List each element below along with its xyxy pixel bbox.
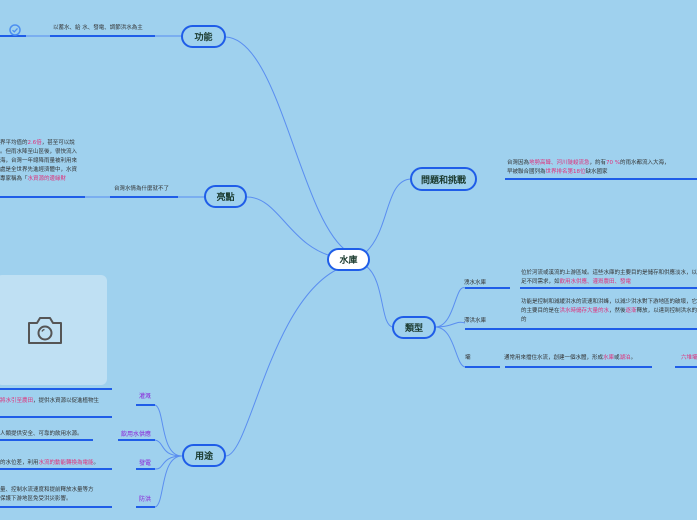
node-types[interactable]: 類型 [392, 316, 436, 339]
node-problems[interactable]: 問題和挑戰 [410, 167, 477, 191]
function-description: 以蓄水、給 水、發電、調節洪水為主 [53, 25, 143, 31]
use-name: 飲用水供應 [121, 431, 152, 438]
use-description: 的水位差，利用水流的動能轉換為電能。 [0, 460, 100, 466]
node-root[interactable]: 水庫 [327, 248, 370, 271]
type-extra-link[interactable]: 六堆壩 [681, 355, 697, 361]
type-name: 滯洪水庫 [464, 318, 487, 324]
use-description: 將水引至農田，提供水資源以促進植物生 [0, 398, 100, 404]
node-function[interactable]: 功能 [181, 25, 226, 48]
use-description: 人類提供安全、可靠的飲用水源。 [0, 431, 83, 437]
type-name: 洩水水庫 [464, 280, 487, 286]
use-name: 灌溉 [139, 393, 152, 400]
highlight-note: 界平均值的2.6倍，甚至可以說 。但雨水降至山區後，很快流入 海，台灣一年總降雨… [0, 140, 78, 182]
type-description: 位於河流或溪流的上游區域。這些水庫的主要目的是儲存和供應淡水，以滿足不同需求，如… [521, 270, 697, 285]
node-highlight[interactable]: 亮點 [204, 185, 247, 208]
use-name: 發電 [139, 460, 152, 467]
camera-icon [25, 313, 65, 351]
type-description: 功能是控制和減緩洪水的流速和洪峰，以減少洪水對下游地區的破壞，它們的主要目的是在… [521, 299, 697, 323]
node-uses[interactable]: 用途 [182, 444, 226, 467]
image-placeholder-card[interactable] [0, 275, 107, 385]
check-circle-icon [9, 21, 21, 36]
problems-description: 台灣因為地勢高聳、河川陡峻流急，約有70 %的雨水都流入大海， 早被聯合國列為世… [507, 160, 670, 175]
highlight-child: 台灣水情為什麼就不了 [114, 186, 170, 192]
use-name: 防洪 [139, 496, 152, 503]
type-description: 通常用來擋住水流，創建一個水體，形成水庫或湖泊。 [504, 355, 637, 361]
type-name: 壩 [465, 355, 471, 361]
use-description: 量、控制水流速度和提前釋放水量等方保護下游地區免受洪災影響。 [0, 487, 94, 502]
